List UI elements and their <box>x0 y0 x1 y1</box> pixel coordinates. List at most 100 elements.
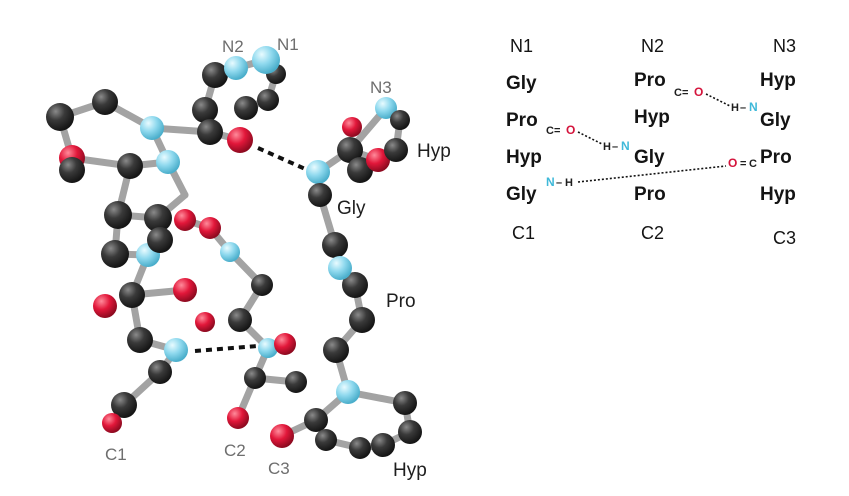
scheme-col2-row4: Pro <box>634 184 666 205</box>
carbon-atom <box>322 232 348 258</box>
carbon-atom <box>144 204 172 232</box>
carbon-atom <box>202 62 228 88</box>
hbond-n1-pro-to-n2-gly: C= O H – N <box>546 123 630 153</box>
oxygen-atom <box>270 424 294 448</box>
carbon-atom <box>349 307 375 333</box>
scheme-footer-c2: C2 <box>641 223 664 243</box>
scheme-col3-row4: Hyp <box>760 184 796 205</box>
scheme-header-n1: N1 <box>510 36 533 56</box>
oxygen-atom <box>227 407 249 429</box>
carbon-atom <box>304 408 328 432</box>
co-label-n1: C= <box>546 125 560 137</box>
label-pro: Pro <box>386 291 416 312</box>
hydrogen-bond-scheme: N1 N2 N3 Gly Pro Hyp Gly Pro Hyp Gly Pro… <box>506 36 796 248</box>
carbon-atom <box>119 282 145 308</box>
nitrogen-atom <box>140 116 164 140</box>
n-label-n3: N <box>749 100 758 114</box>
label-hyp-bottom: Hyp <box>393 460 427 481</box>
carbon-atom <box>148 360 172 384</box>
scheme-col3-row1: Hyp <box>760 70 796 91</box>
model-labels: N2 N1 N3 Hyp Gly Pro Hyp C1 C2 C3 <box>105 35 451 481</box>
ball-and-stick-model <box>46 46 422 459</box>
label-hyp-top: Hyp <box>417 141 451 162</box>
label-n1: N1 <box>277 35 299 54</box>
scheme-col3-row2: Gly <box>760 110 791 131</box>
o-label-c3: O <box>728 156 737 170</box>
carbon-atom <box>147 227 173 253</box>
label-c3: C3 <box>268 459 290 478</box>
carbon-atom <box>393 391 417 415</box>
carbon-atom <box>257 89 279 111</box>
o-label-n2: O <box>694 85 703 99</box>
nitrogen-atom <box>252 46 280 74</box>
carbon-atom <box>384 138 408 162</box>
nitrogen-atom <box>164 338 188 362</box>
carbon-atom <box>285 371 307 393</box>
label-c1: C1 <box>105 445 127 464</box>
scheme-col1-row1: Gly <box>506 73 537 94</box>
carbon-atom <box>197 119 223 145</box>
carbon-atom <box>228 308 252 332</box>
label-n3: N3 <box>370 78 392 97</box>
nitrogen-atom <box>375 97 397 119</box>
scheme-col1-row4: Gly <box>506 184 537 205</box>
scheme-col2-row1: Pro <box>634 70 666 91</box>
nitrogen-atom <box>328 256 352 280</box>
carbon-atom <box>398 420 422 444</box>
nitrogen-atom <box>224 56 248 80</box>
carbon-atom <box>347 157 373 183</box>
oxygen-atom <box>274 333 296 355</box>
scheme-col1-row2: Pro <box>506 110 538 131</box>
eq-label-c3: = <box>740 158 746 170</box>
scheme-col1-row3: Hyp <box>506 147 542 168</box>
nitrogen-atom <box>258 338 278 358</box>
dash-label-n3: – <box>740 102 746 114</box>
h-label-n3: H <box>731 102 739 114</box>
c-label-c3: C <box>749 158 757 170</box>
carbon-atom <box>117 153 143 179</box>
carbon-atom <box>342 272 368 298</box>
dash-label-n2: – <box>612 141 618 153</box>
carbon-atom <box>92 89 118 115</box>
carbon-atom <box>349 437 371 459</box>
hydrogen-bond-dashes <box>194 146 313 353</box>
carbon-atom <box>192 97 218 123</box>
carbon-atom <box>59 157 85 183</box>
nitrogen-atom <box>220 242 240 262</box>
carbon-atom <box>390 110 410 130</box>
carbon-atom <box>371 433 395 457</box>
h-label-n2: H <box>603 141 611 153</box>
carbon-atom <box>234 96 258 120</box>
n-label-c1: N <box>546 175 555 189</box>
hbond-c1-gly-to-c3-pro: N – H O = C <box>546 156 757 189</box>
dash-label-c1: – <box>556 177 562 189</box>
oxygen-atom <box>174 209 196 231</box>
oxygen-atom <box>199 217 221 239</box>
label-n2: N2 <box>222 37 244 56</box>
scheme-col2-row3: Gly <box>634 147 665 168</box>
oxygen-atom <box>366 148 390 172</box>
nitrogen-atom <box>306 160 330 184</box>
scheme-footer-c3: C3 <box>773 228 796 248</box>
nitrogen-atom <box>156 150 180 174</box>
scheme-col2-row2: Hyp <box>634 107 670 128</box>
h-label-c1: H <box>565 177 573 189</box>
carbon-atom <box>251 274 273 296</box>
carbon-atom <box>337 137 363 163</box>
hbond-n2-pro-to-n3-gly: C= O H – N <box>674 85 758 114</box>
co-label-n2: C= <box>674 87 688 99</box>
atoms <box>46 46 422 459</box>
oxygen-atom <box>227 127 253 153</box>
label-c2: C2 <box>224 441 246 460</box>
oxygen-atom <box>102 413 122 433</box>
oxygen-atom <box>173 278 197 302</box>
carbon-atom <box>104 201 132 229</box>
scheme-footer-c1: C1 <box>512 223 535 243</box>
scheme-header-n3: N3 <box>773 36 796 56</box>
label-gly: Gly <box>337 198 366 219</box>
scheme-header-n2: N2 <box>641 36 664 56</box>
carbon-atom <box>101 240 129 268</box>
oxygen-atom <box>342 117 362 137</box>
carbon-atom <box>323 337 349 363</box>
